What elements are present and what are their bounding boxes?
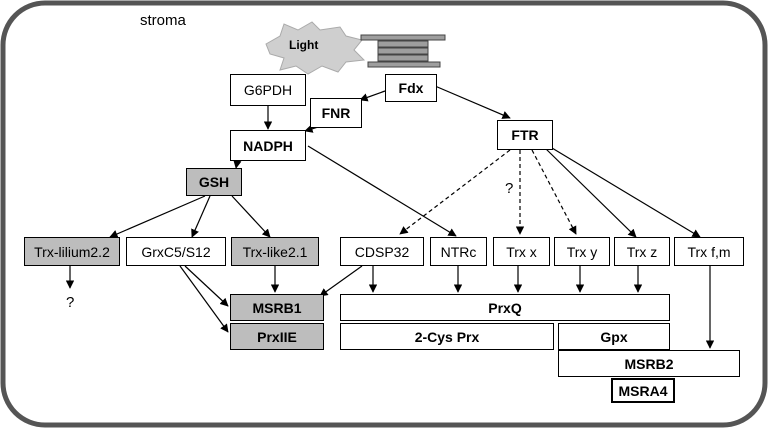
- node-fdx: Fdx: [385, 74, 437, 102]
- node-grxc5-s12: GrxC5/S12: [126, 237, 226, 266]
- arrow-ftr-trx-z: [544, 147, 637, 238]
- arrow-grxc5-prxiie: [179, 265, 229, 333]
- light-label: Light: [289, 38, 319, 52]
- node-msra4: MSRA4: [611, 378, 675, 403]
- node-msrb1: MSRB1: [230, 294, 324, 321]
- node-g6pdh: G6PDH: [230, 74, 306, 106]
- arrow-ftr-trx-y: [531, 149, 577, 235]
- thylakoid-stack-icon: [360, 34, 446, 68]
- arrow-fdx-ftr: [434, 85, 511, 119]
- arrow-gsh-trx-like: [231, 195, 271, 238]
- node-trx-fm: Trx f,m: [674, 237, 744, 266]
- node-ntrc: NTRc: [430, 237, 487, 266]
- node-prxq: PrxQ: [340, 294, 670, 321]
- node-gsh: GSH: [186, 168, 242, 196]
- arrow-grxc5-msrb1: [184, 265, 229, 307]
- node-gpx: Gpx: [558, 323, 670, 350]
- node-trx-lilium2-2: Trx-lilium2.2: [24, 237, 120, 266]
- light-burst-icon: [265, 21, 366, 75]
- node-trx-like2-1: Trx-like2.1: [231, 237, 319, 266]
- arrow-cdsp32-msrb1: [319, 265, 363, 297]
- arrow-ftr-trx-fm: [551, 147, 701, 238]
- node-prxiie: PrxIIE: [230, 323, 324, 350]
- node-trx-x: Trx x: [493, 237, 550, 266]
- node-trx-y: Trx y: [554, 237, 610, 266]
- node-nadph: NADPH: [230, 130, 306, 161]
- node-ftr: FTR: [497, 120, 553, 150]
- node-2-cys-prx: 2-Cys Prx: [340, 323, 554, 350]
- arrow-gsh-trx-lilium: [109, 195, 206, 238]
- stroma-label: stroma: [140, 12, 186, 29]
- arrow-ftr-cdsp32: [399, 149, 511, 235]
- unknown-mark-trx-lilium: ?: [66, 294, 75, 311]
- node-msrb2: MSRB2: [558, 350, 740, 377]
- node-fnr: FNR: [310, 98, 362, 128]
- arrow-gsh-grxc5: [191, 195, 211, 238]
- arrow-fdx-fnr: [359, 90, 386, 102]
- node-cdsp32: CDSP32: [340, 237, 424, 266]
- arrow-nadph-ntrc: [307, 145, 457, 237]
- unknown-mark-ftr-trx-x: ?: [505, 180, 514, 197]
- node-trx-z: Trx z: [614, 237, 670, 266]
